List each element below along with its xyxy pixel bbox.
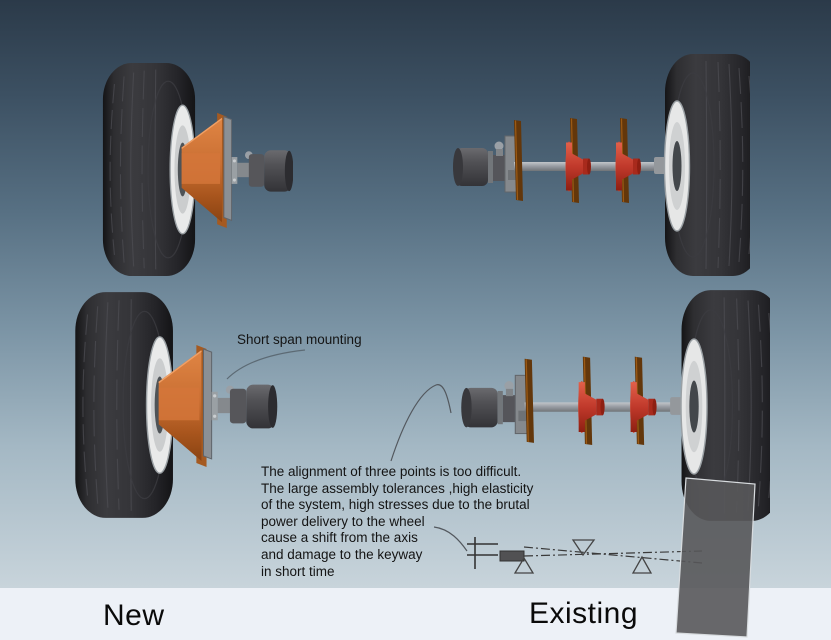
- existing-assembly-top: [450, 50, 750, 280]
- new-label: New: [103, 599, 165, 632]
- new-assembly-bottom: [72, 288, 278, 522]
- problem-line: and damage to the keyway: [261, 546, 423, 562]
- existing-label: Existing: [529, 597, 639, 630]
- problem-annotation: The alignment of three points is too dif…: [261, 464, 533, 580]
- problem-line: The alignment of three points is too dif…: [261, 464, 522, 479]
- problem-line: power delivery to the wheel: [261, 513, 425, 529]
- short-span-label: Short span mounting: [237, 332, 362, 347]
- problem-line: cause a shift from the axis: [261, 530, 418, 546]
- new-assembly-top: [101, 59, 293, 280]
- problem-line: of the system, high stresses due to the …: [261, 497, 530, 513]
- problem-line: The large assembly tolerances ,high elas…: [261, 480, 534, 496]
- problem-line: in short time: [261, 563, 335, 579]
